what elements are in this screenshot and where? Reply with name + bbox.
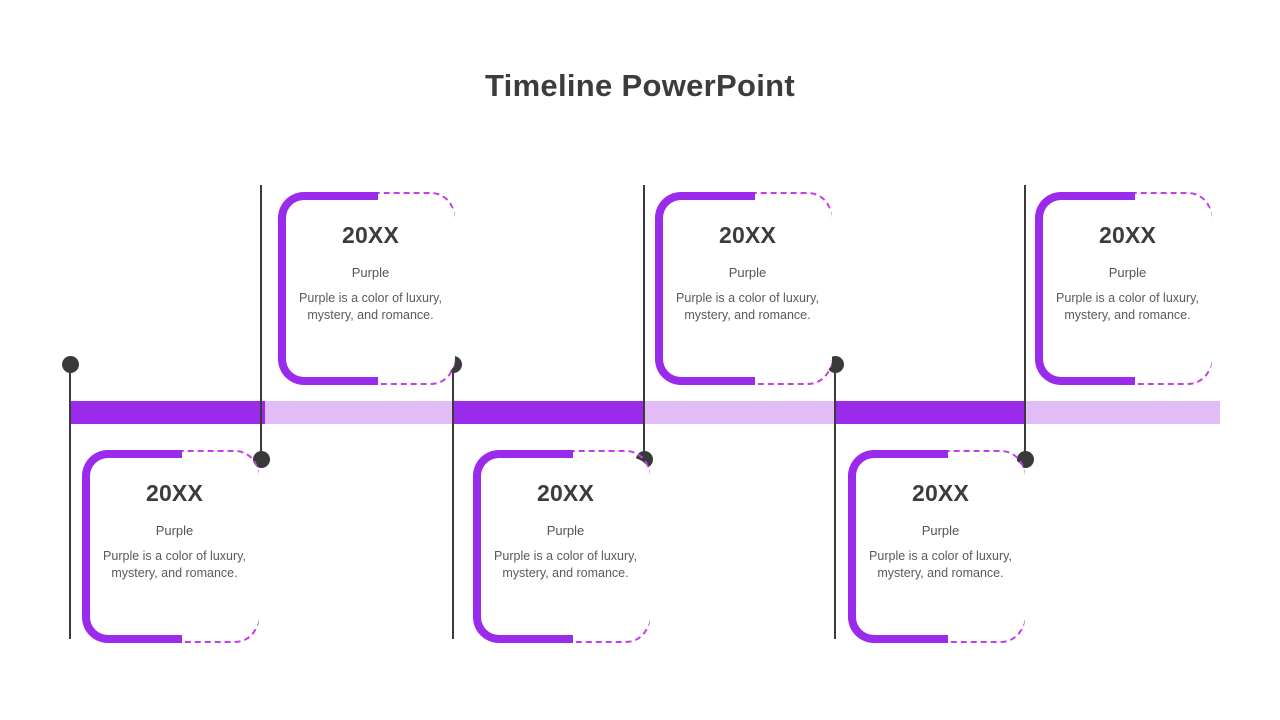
card-top-2-panel [663, 200, 832, 377]
card-top-3-panel [1043, 200, 1212, 377]
card-bottom-1-panel [90, 458, 259, 635]
card-bottom-2-description: Purple is a color of luxury, mystery, an… [494, 549, 637, 580]
card-bottom-2-year: 20XX [536, 480, 595, 506]
card-bottom-2-bracket [473, 450, 573, 643]
card-top-2-subtitle: Purple [728, 265, 767, 280]
card-top-2-year: 20XX [718, 222, 777, 248]
card-top-3-subtitle: Purple [1108, 265, 1147, 280]
card-top-3-year: 20XX [1098, 222, 1157, 248]
card-bottom-3-bracket [848, 450, 948, 643]
marker-3-stem [452, 364, 454, 639]
timeline-segment-1 [70, 401, 265, 424]
timeline-segment-4 [644, 401, 835, 424]
card-top-1-subtitle: Purple [351, 265, 390, 280]
card-top-2-description: Purple is a color of luxury, mystery, an… [676, 291, 819, 322]
timeline-segment-5 [835, 401, 1025, 424]
marker-5-stem [834, 364, 836, 639]
marker-2-stem [260, 185, 262, 460]
card-bottom-3-panel [856, 458, 1025, 635]
marker-4-stem [643, 185, 645, 460]
card-bottom-3-year: 20XX [911, 480, 970, 506]
timeline-segment-6 [1025, 401, 1220, 424]
card-top-1-panel [286, 200, 455, 377]
timeline-segment-2 [265, 401, 453, 424]
marker-2-dot[interactable] [253, 451, 270, 468]
card-bottom-3-subtitle: Purple [921, 523, 960, 538]
timeline-segment-3 [453, 401, 644, 424]
timeline-bar [70, 401, 1220, 424]
card-top-3-description: Purple is a color of luxury, mystery, an… [1056, 291, 1199, 322]
card-bottom-1-description: Purple is a color of luxury, mystery, an… [103, 549, 246, 580]
card-top-1-description: Purple is a color of luxury, mystery, an… [299, 291, 442, 322]
card-bottom-2-subtitle: Purple [546, 523, 585, 538]
card-bottom-1-subtitle: Purple [155, 523, 194, 538]
marker-1-dot[interactable] [62, 356, 79, 373]
card-top-2-bracket [655, 192, 755, 385]
card-bottom-2-panel [481, 458, 650, 635]
card-bottom-3-description: Purple is a color of luxury, mystery, an… [869, 549, 1012, 580]
marker-6-stem [1024, 185, 1026, 460]
page-title: Timeline PowerPoint [484, 68, 796, 103]
card-top-1-bracket [278, 192, 378, 385]
card-top-3-bracket [1035, 192, 1135, 385]
marker-1-stem [69, 364, 71, 639]
card-top-1-year: 20XX [341, 222, 400, 248]
card-bottom-1-year: 20XX [145, 480, 204, 506]
card-bottom-1-bracket [82, 450, 182, 643]
